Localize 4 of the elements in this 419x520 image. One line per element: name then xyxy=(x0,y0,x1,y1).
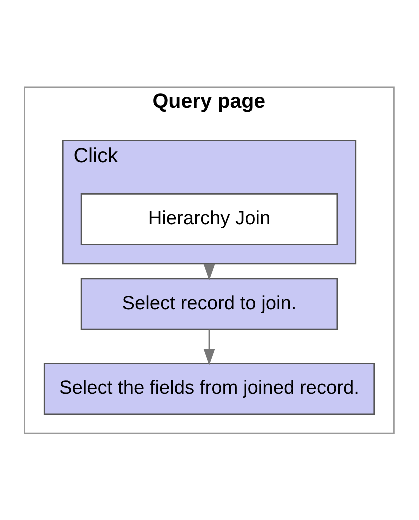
node-box: Hierarchy Join xyxy=(80,192,338,245)
node-box: Select the fields from joined record. xyxy=(44,362,376,415)
node-box: Select record to join. xyxy=(80,278,338,330)
arrow xyxy=(204,329,216,366)
